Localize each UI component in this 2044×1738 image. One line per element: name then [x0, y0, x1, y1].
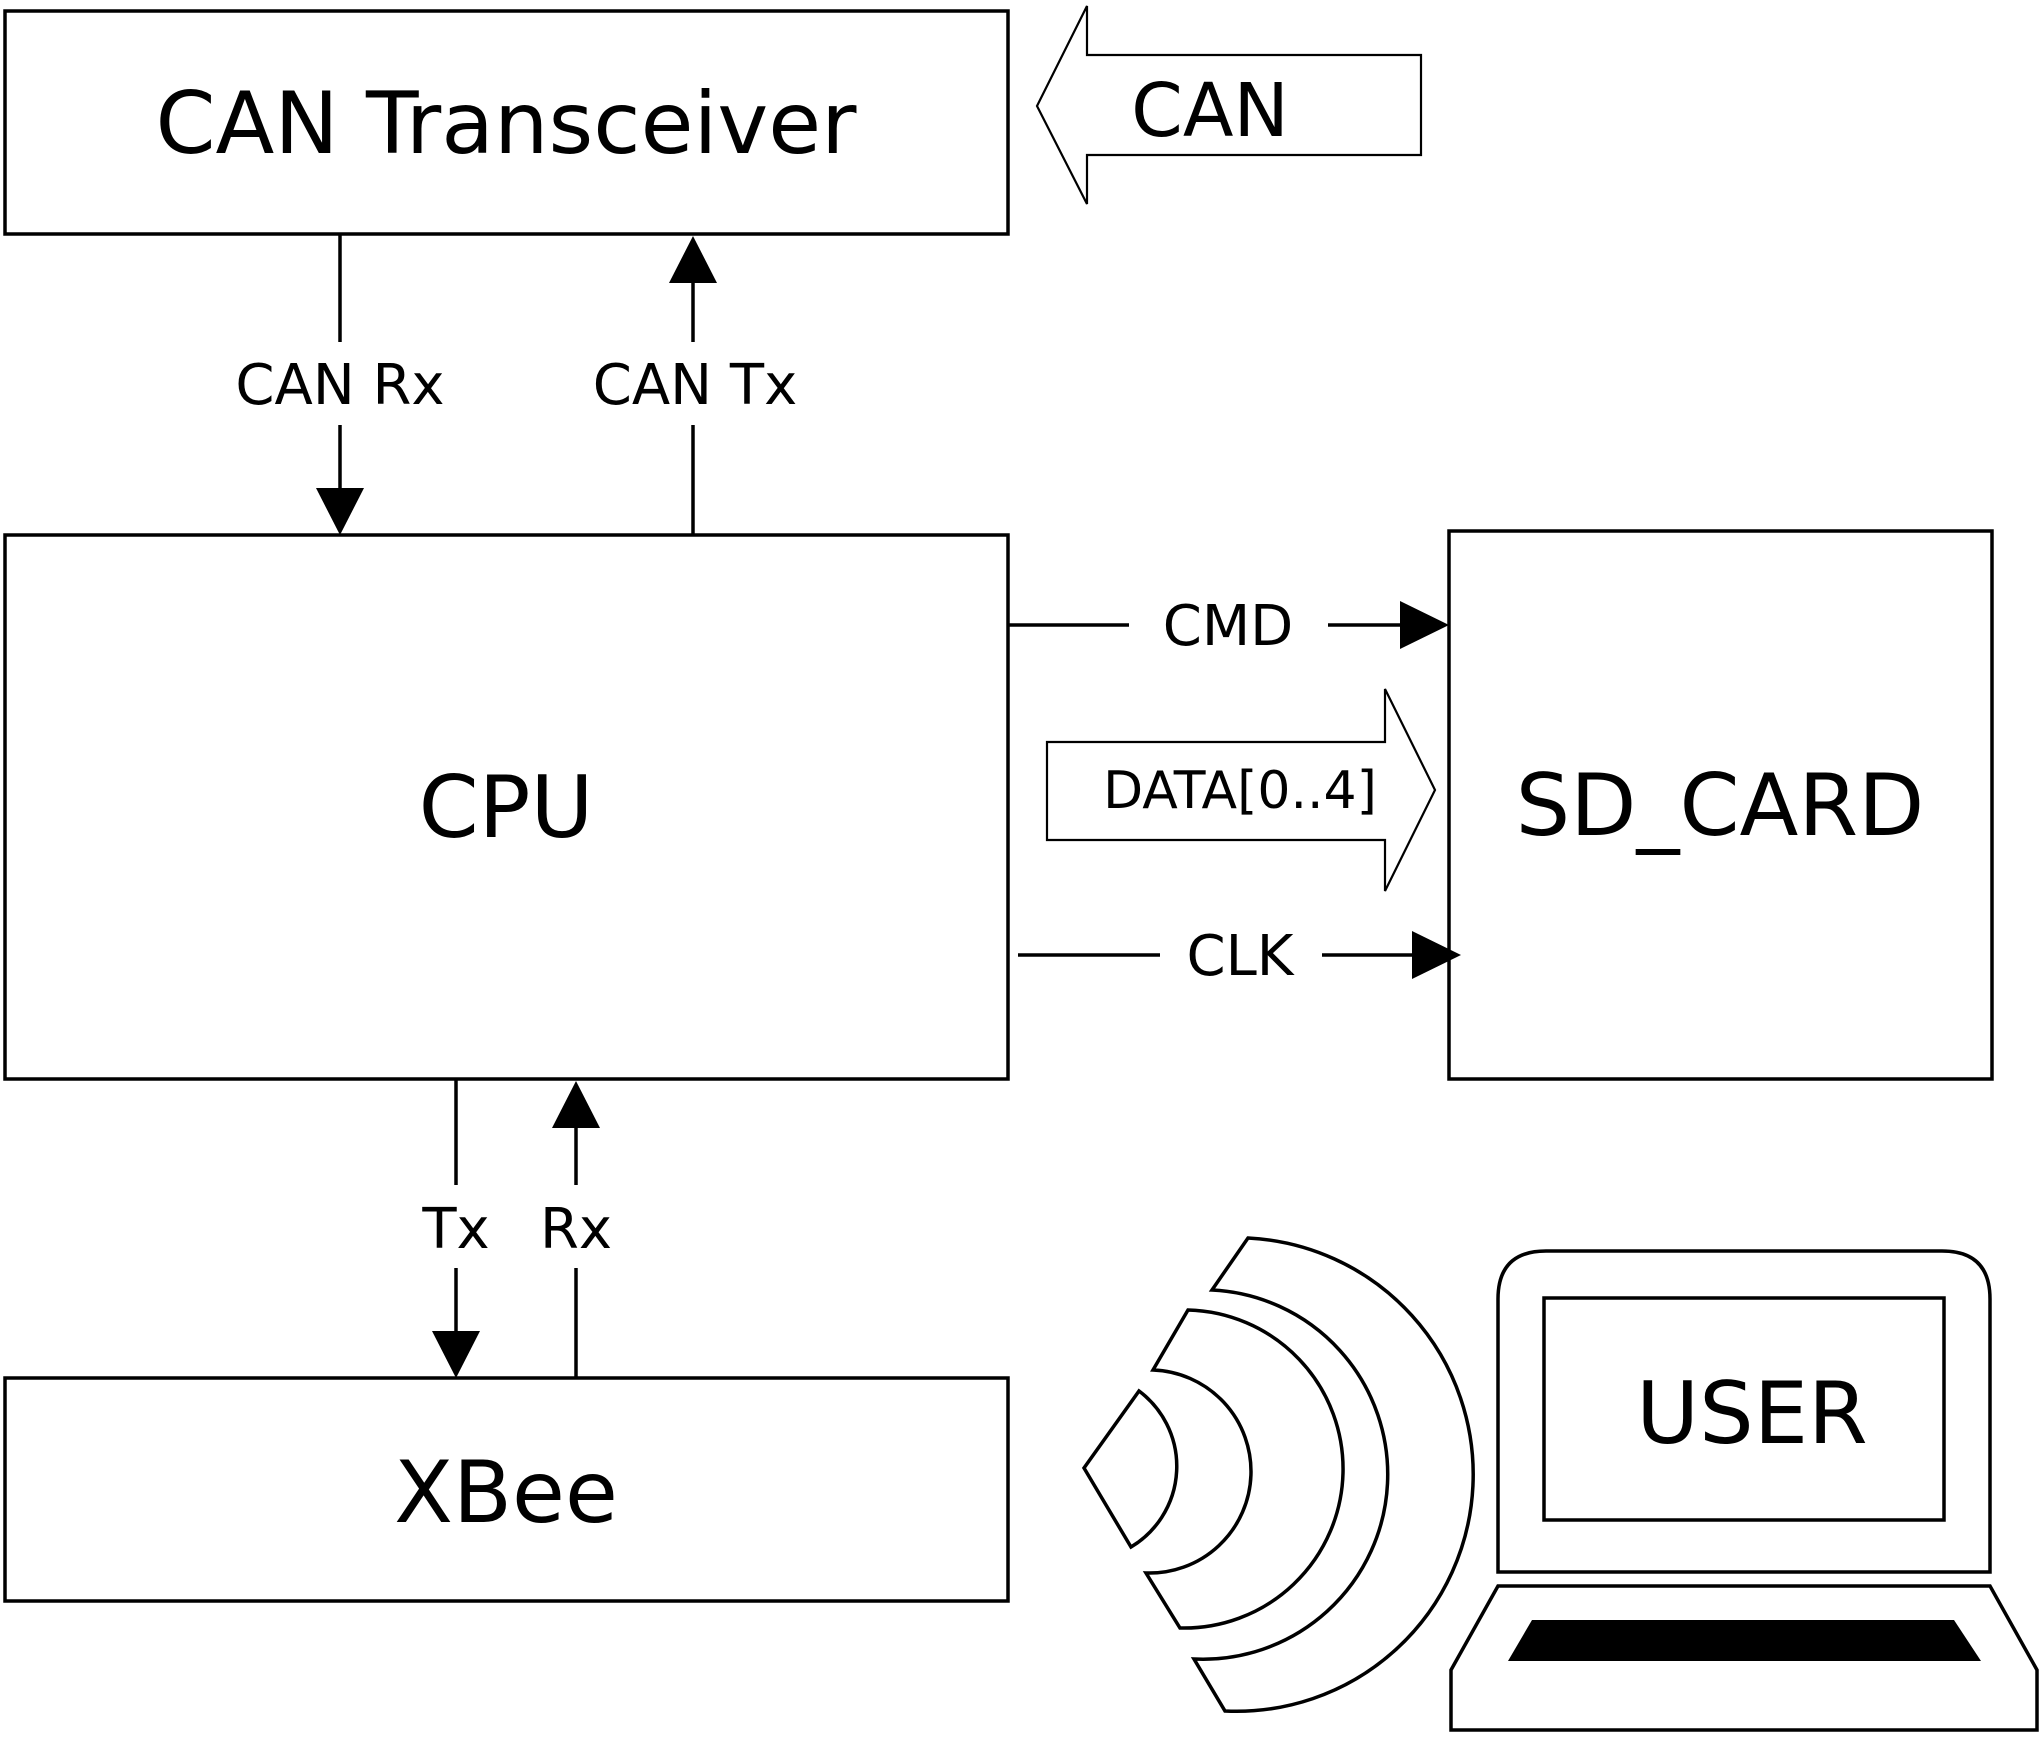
tx-label: Tx — [421, 1197, 489, 1262]
can-bus-label: CAN — [1131, 68, 1289, 154]
cpu-label: CPU — [419, 758, 594, 858]
cmd-arrowhead — [1400, 601, 1449, 649]
clk-label: CLK — [1186, 924, 1294, 989]
can-rx-arrowhead — [316, 488, 364, 535]
clk-arrowhead — [1412, 931, 1461, 979]
cmd-signal: CMD — [1008, 594, 1449, 659]
can-transceiver-box — [3, 9, 1010, 236]
can-tx-signal: CAN Tx — [593, 236, 797, 535]
can-bus-arrow: CAN — [1035, 5, 1423, 205]
wireless-middle-band — [1142, 1308, 1345, 1630]
can-transceiver-label: CAN Transceiver — [155, 74, 857, 174]
tx-signal: Tx — [421, 1079, 490, 1378]
laptop-keyboard-icon — [1508, 1620, 1981, 1661]
xbee-label: XBee — [394, 1443, 618, 1543]
data-bus-arrow: DATA[0..4] — [1045, 688, 1437, 892]
sd-card-label: SD_CARD — [1516, 756, 1925, 856]
cpu-block: CPU — [3, 533, 1010, 1081]
clk-signal: CLK — [1018, 924, 1461, 989]
cpu-box — [3, 533, 1010, 1081]
wireless-signal-icon — [1081, 1236, 1475, 1714]
can-rx-signal: CAN Rx — [235, 234, 445, 535]
sd-card-block: SD_CARD — [1447, 529, 1994, 1081]
rx-label: Rx — [540, 1197, 612, 1262]
xbee-box — [3, 1376, 1010, 1603]
data-bus-arrow-shape — [1045, 688, 1437, 892]
user-label: USER — [1636, 1364, 1868, 1464]
tx-arrowhead — [432, 1331, 480, 1378]
can-bus-arrow-shape — [1035, 5, 1423, 205]
user-laptop: USER — [1449, 1249, 2039, 1732]
can-tx-arrowhead — [669, 236, 717, 283]
cmd-label: CMD — [1163, 594, 1294, 659]
laptop-lid-icon — [1496, 1249, 1992, 1574]
can-tx-label: CAN Tx — [593, 353, 797, 418]
can-rx-label: CAN Rx — [235, 353, 444, 418]
laptop-screen — [1542, 1296, 1946, 1522]
wireless-inner-band — [1081, 1388, 1179, 1550]
can-transceiver-block: CAN Transceiver — [3, 9, 1010, 236]
xbee-block: XBee — [3, 1376, 1010, 1603]
data-bus-label: DATA[0..4] — [1103, 761, 1377, 821]
laptop-base-icon — [1449, 1584, 2039, 1732]
wireless-outer-band — [1190, 1236, 1475, 1714]
sd-card-box — [1447, 529, 1994, 1081]
rx-arrowhead — [552, 1081, 600, 1128]
rx-signal: Rx — [540, 1081, 612, 1378]
